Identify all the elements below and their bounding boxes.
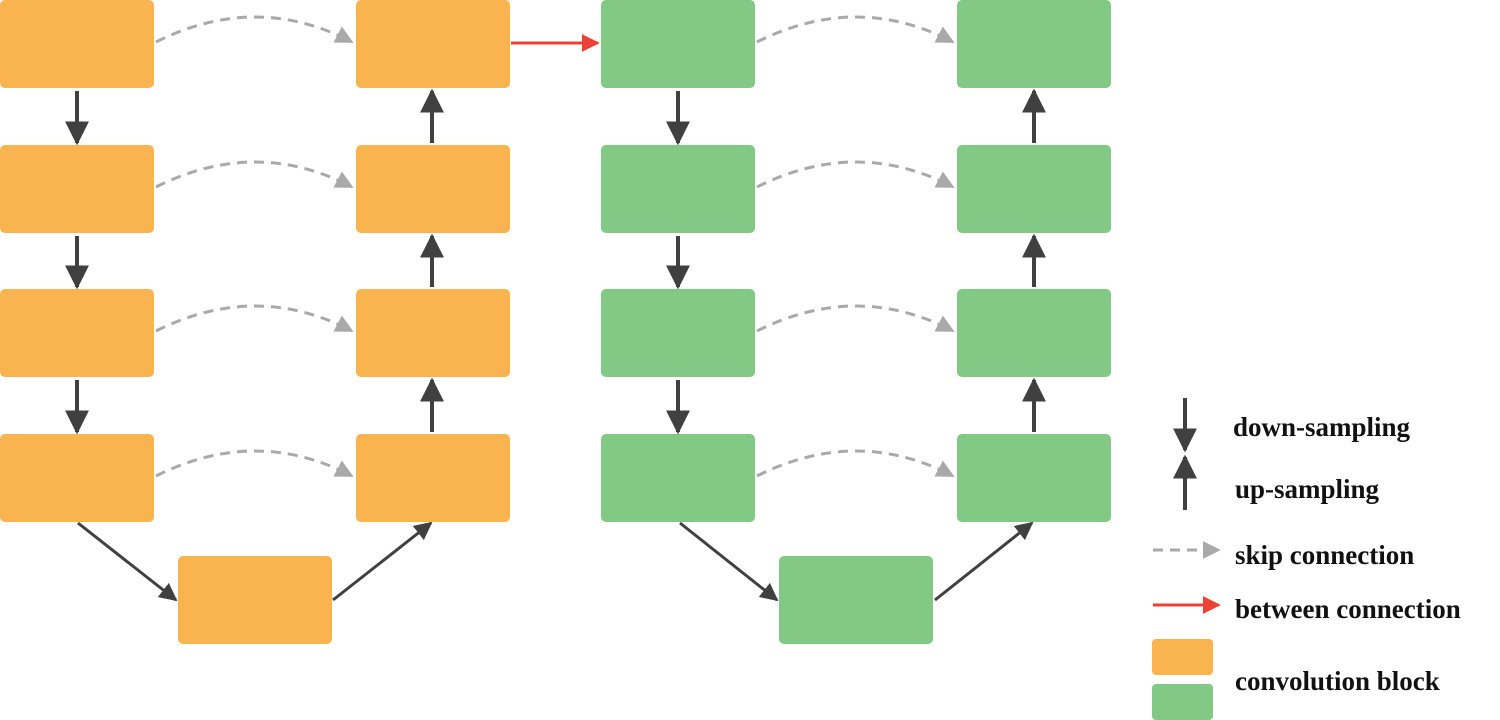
- convolution-block: [0, 434, 154, 522]
- skip-connection-arrow: [756, 15, 955, 44]
- legend: down-sampling up-sampling skip connectio…: [1152, 398, 1461, 720]
- legend-green-block-swatch: [1152, 684, 1213, 720]
- convolution-block-bottleneck: [779, 556, 933, 644]
- skip-connection-arrow: [155, 449, 354, 478]
- skip-connection-arrow: [155, 304, 354, 333]
- convolution-block: [601, 0, 755, 88]
- convolution-block: [0, 145, 154, 233]
- skip-connection-arrow: [155, 15, 354, 44]
- convolution-block: [601, 434, 755, 522]
- convolution-block: [356, 434, 510, 522]
- legend-convolution-block-label: convolution block: [1235, 666, 1440, 696]
- down-sampling-arrow: [77, 521, 178, 602]
- orange-unet: [0, 0, 510, 644]
- convolution-block: [957, 0, 1111, 88]
- legend-orange-block-swatch: [1152, 639, 1213, 675]
- legend-up-sampling-label: up-sampling: [1235, 474, 1380, 504]
- convolution-block: [0, 289, 154, 377]
- down-sampling-arrow: [679, 521, 779, 602]
- legend-down-sampling-label: down-sampling: [1233, 412, 1411, 442]
- convolution-block: [957, 434, 1111, 522]
- convolution-block: [957, 145, 1111, 233]
- convolution-block: [601, 289, 755, 377]
- legend-between-connection-label: between connection: [1235, 594, 1461, 624]
- skip-connection-arrow: [756, 160, 955, 189]
- convolution-block: [356, 145, 510, 233]
- green-unet: [601, 0, 1111, 644]
- up-sampling-arrow: [934, 521, 1034, 602]
- up-sampling-arrow: [332, 521, 433, 602]
- convolution-block-bottleneck: [178, 556, 332, 644]
- legend-skip-connection-label: skip connection: [1235, 540, 1414, 570]
- skip-connection-arrow: [155, 160, 354, 189]
- skip-connection-arrow: [756, 449, 955, 478]
- convolution-block: [601, 145, 755, 233]
- convolution-block: [356, 0, 510, 88]
- convolution-block: [0, 0, 154, 88]
- convolution-block: [356, 289, 510, 377]
- skip-connection-arrow: [756, 304, 955, 333]
- convolution-block: [957, 289, 1111, 377]
